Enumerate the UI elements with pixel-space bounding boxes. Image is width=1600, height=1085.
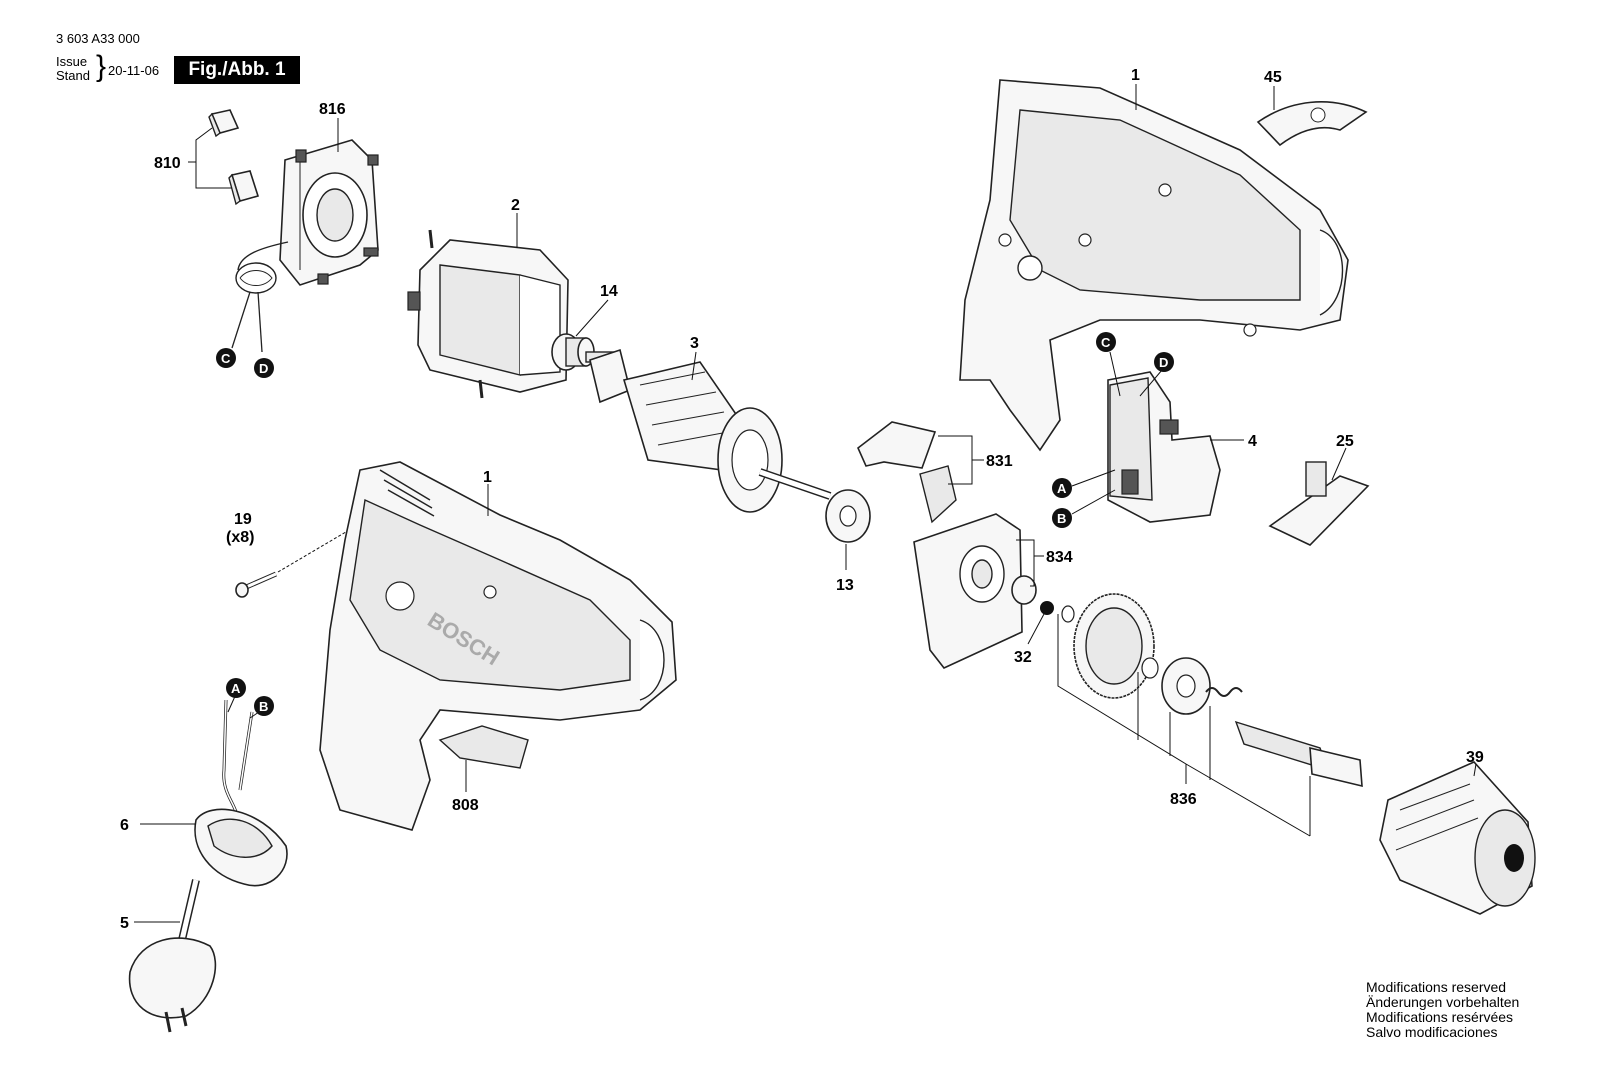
issue-date: 20-11-06: [108, 63, 160, 78]
bearing-13: [825, 489, 871, 543]
gear-assembly-836: [1061, 593, 1363, 788]
leader-836-a: [1057, 614, 1311, 837]
chuck-39: [1379, 761, 1536, 915]
carbon-brush-upper: [208, 109, 240, 138]
bearing-14: [551, 333, 595, 371]
leader-834: [1016, 539, 1035, 587]
svg-text:D: D: [1159, 355, 1168, 370]
callout-834: 834: [1046, 549, 1073, 566]
ball-32: [1040, 601, 1054, 615]
callout-5: 5: [120, 915, 129, 932]
leader-25: [1331, 447, 1347, 481]
screw-19: [235, 571, 278, 598]
svg-text:A: A: [1057, 481, 1067, 496]
leader-39: [1473, 763, 1477, 777]
leader-D-switch: [1139, 369, 1163, 397]
callout-831: 831: [986, 453, 1013, 470]
carbon-brush-lower: [228, 170, 260, 206]
connector-marker-b-cord: B: [254, 696, 274, 716]
leader-19: [277, 525, 357, 573]
callout-19: 19: [234, 511, 252, 528]
direction-lever-25: [1268, 461, 1370, 546]
brace-glyph: }: [96, 50, 107, 83]
note-de: Änderungen vorbehalten: [1366, 994, 1520, 1010]
label-plate-45: [1256, 101, 1368, 147]
bearing-flange-834: [913, 513, 1037, 669]
brush-holder: [279, 139, 379, 286]
callout-25: 25: [1336, 433, 1354, 450]
switch-4: [1107, 371, 1221, 523]
callout-2: 2: [511, 197, 520, 214]
field-stator: [407, 229, 569, 399]
callout-14: 14: [600, 283, 618, 300]
part-number: 3 603 A33 000: [56, 31, 140, 46]
svg-text:A: A: [231, 681, 241, 696]
brush-holder-wires: [231, 241, 289, 353]
callout-19-qty: (x8): [226, 529, 254, 546]
housing-half-left: [319, 461, 677, 831]
svg-text:D: D: [259, 361, 268, 376]
leader-B-switch: [1071, 489, 1116, 515]
modification-notes: Modifications reserved Änderungen vorbeh…: [1366, 980, 1519, 1040]
callout-816: 816: [319, 101, 346, 118]
callout-45: 45: [1264, 69, 1282, 86]
callout-6: 6: [120, 817, 129, 834]
leader-C-switch: [1109, 351, 1121, 397]
svg-text:C: C: [221, 351, 231, 366]
stand-label: Stand: [56, 68, 90, 83]
callout-836: 836: [1170, 791, 1197, 808]
nameplate-808: [438, 725, 529, 769]
armature: [585, 348, 832, 513]
callout-39: 39: [1466, 749, 1484, 766]
callout-13: 13: [836, 577, 854, 594]
note-es: Salvo modificaciones: [1366, 1024, 1498, 1040]
note-fr: Modifications resérvées: [1366, 1009, 1514, 1025]
svg-text:B: B: [1057, 511, 1066, 526]
figure-label: Fig./Abb. 1: [174, 56, 300, 84]
svg-text:B: B: [259, 699, 268, 714]
leader-3: [691, 351, 697, 381]
leader-A-switch: [1071, 469, 1116, 487]
leader-14: [575, 299, 609, 337]
callout-1-top: 1: [1131, 67, 1140, 84]
connector-marker-d-brush: D: [254, 358, 274, 378]
cord-grommet-6: [194, 808, 288, 887]
lock-button-831: [857, 421, 957, 524]
callout-3: 3: [690, 335, 699, 352]
connector-marker-c-switch: C: [1096, 332, 1116, 352]
callout-4: 4: [1248, 433, 1257, 450]
note-en: Modifications reserved: [1366, 979, 1507, 995]
callout-32: 32: [1014, 649, 1032, 666]
connector-marker-c-brush: C: [216, 348, 236, 368]
connector-marker-d-switch: D: [1154, 352, 1174, 372]
callout-1-mid: 1: [483, 469, 492, 486]
housing-half-right: [959, 79, 1349, 452]
power-cord: [222, 699, 254, 813]
svg-text:C: C: [1101, 335, 1111, 350]
mains-plug-5: [128, 879, 217, 1033]
connector-marker-a-switch: A: [1052, 478, 1072, 498]
leader-810: [195, 127, 232, 189]
callout-808: 808: [452, 797, 479, 814]
leader-32: [1027, 613, 1045, 645]
connector-marker-a-cord: A: [226, 678, 246, 698]
connector-marker-b-switch: B: [1052, 508, 1072, 528]
callout-810: 810: [154, 155, 181, 172]
issue-label: Issue: [56, 54, 88, 69]
